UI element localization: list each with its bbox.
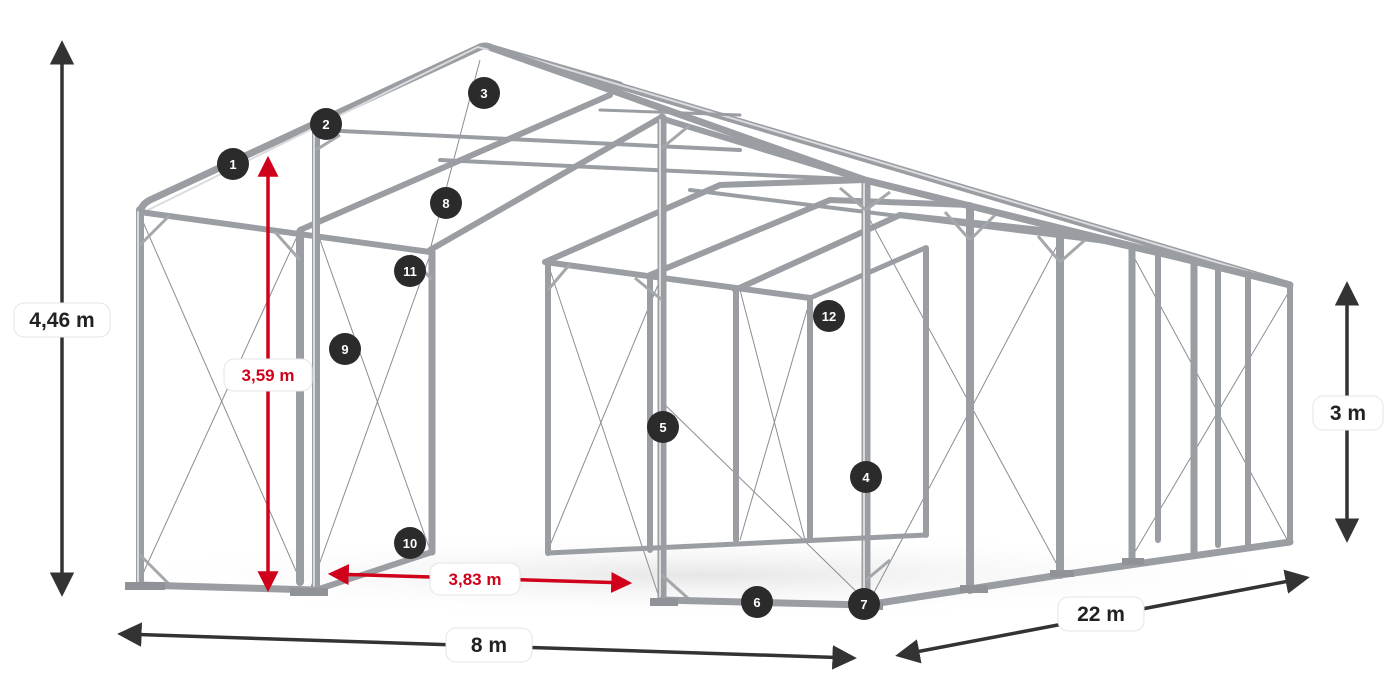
marker-7: 7	[848, 588, 880, 620]
label-opening-width: 3,83 m	[429, 562, 521, 596]
marker-11-text: 11	[403, 264, 417, 279]
marker-4-text: 4	[862, 470, 870, 485]
marker-7-text: 7	[860, 597, 867, 612]
label-length: 22 m	[1057, 596, 1145, 632]
marker-6: 6	[741, 586, 773, 618]
marker-1-text: 1	[229, 157, 236, 172]
marker-12: 12	[813, 300, 845, 332]
marker-2: 2	[310, 108, 342, 140]
corner-braces	[138, 123, 1086, 602]
marker-5-text: 5	[659, 420, 666, 435]
marker-9-text: 9	[341, 342, 348, 357]
marker-12-text: 12	[822, 309, 836, 324]
marker-6-text: 6	[753, 595, 760, 610]
height-sidewall-text: 3 m	[1330, 402, 1366, 425]
marker-3: 3	[468, 77, 500, 109]
length-text: 22 m	[1077, 603, 1125, 626]
marker-9: 9	[329, 333, 361, 365]
height-total-text: 4,46 m	[29, 309, 94, 332]
width-text: 8 m	[471, 634, 507, 657]
marker-11: 11	[394, 255, 426, 287]
marker-8: 8	[430, 187, 462, 219]
label-height-sidewall: 3 m	[1312, 395, 1384, 431]
marker-10: 10	[394, 527, 426, 559]
tent-frame	[125, 42, 1294, 610]
marker-5: 5	[647, 411, 679, 443]
marker-1: 1	[217, 148, 249, 180]
label-gable-clearance: 3,59 m	[223, 358, 313, 392]
opening-width-text: 3,83 m	[449, 570, 502, 589]
gable-clearance-text: 3,59 m	[242, 366, 295, 385]
legs	[136, 113, 1293, 610]
roof-frame	[136, 42, 1294, 301]
label-width: 8 m	[445, 627, 533, 663]
marker-2-text: 2	[322, 117, 329, 132]
marker-8-text: 8	[442, 196, 449, 211]
marker-4: 4	[850, 461, 882, 493]
marker-3-text: 3	[480, 86, 487, 101]
label-height-total: 4,46 m	[13, 302, 111, 338]
marker-10-text: 10	[403, 536, 417, 551]
